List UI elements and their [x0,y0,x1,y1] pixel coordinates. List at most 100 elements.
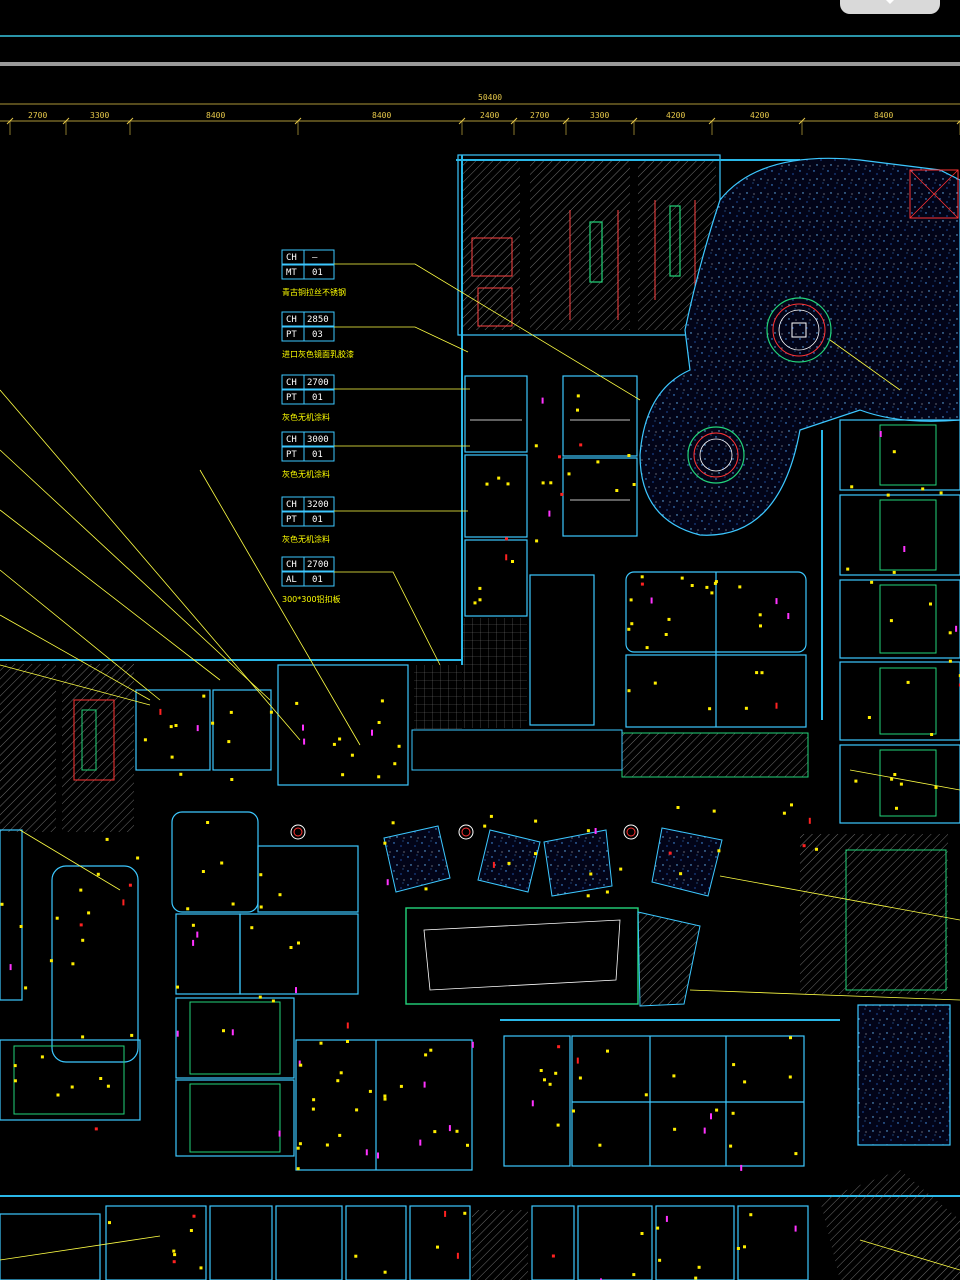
fixture-mark [485,482,489,486]
fixture-mark [645,646,649,650]
fixture-mark [667,617,671,621]
tag-note: 进口灰色镜面乳胶漆 [282,349,354,359]
fixture-mark [690,584,694,587]
fixture-mark [948,659,952,663]
fixture-mark [297,941,300,945]
fixture-mark [680,576,684,580]
fixture-mark [921,487,925,491]
fixture-mark [49,959,53,963]
fixture-mark [231,902,235,906]
fixture-mark [202,694,206,698]
fixture-mark [368,1089,372,1093]
fixture-mark [122,899,125,906]
fixture-mark [199,1266,203,1270]
west-rooms [461,155,638,728]
fixture-mark [429,1048,433,1052]
fixture-mark [775,598,778,605]
fixture-mark [548,510,551,517]
material-tag[interactable]: CH 2850 PT 03 进口灰色镜面乳胶漆 [281,311,354,359]
fixture-mark [350,753,354,757]
fixture-mark [456,1252,459,1259]
fixture-mark [870,580,874,584]
fixture-mark [930,733,934,736]
fixture-mark [341,773,345,777]
fixture-mark [697,1265,701,1269]
fixture-mark [548,1082,552,1086]
tag-value: 3000 [307,435,329,445]
fixture-mark [355,1108,359,1112]
tag-code: PT [286,330,297,340]
tag-value: 2700 [307,560,329,570]
fixture-mark [664,633,668,636]
fixture-mark [731,1111,735,1115]
download-button[interactable] [840,0,940,14]
material-tag[interactable]: CH 3000 PT 01 灰色无机涂料 [281,431,335,479]
fixture-mark [466,1143,469,1147]
fixture-mark [296,1167,300,1171]
fixture-mark [325,1143,329,1147]
fixture-mark [169,725,173,729]
material-tag[interactable]: CH 3200 PT 01 灰色无机涂料 [281,496,335,544]
fixture-mark [717,849,721,853]
tag-value: 01 [312,393,323,403]
fixture-mark [128,883,132,887]
fixture-mark [106,1084,110,1088]
fixture-mark [56,1093,60,1097]
fixture-mark [455,1129,459,1133]
fixture-mark [673,1127,677,1131]
fixture-mark [934,785,938,789]
dimension-label: 8400 [206,111,225,120]
material-tag[interactable]: CH 2700 PT 01 灰色无机涂料 [281,374,335,422]
fixture-mark [892,450,896,454]
fixture-mark [744,706,748,710]
fixture-mark [338,1133,342,1137]
material-tag[interactable]: CH — MT 01 青古铜拉丝不锈钢 [281,249,346,297]
fixture-mark [230,778,234,781]
tag-note: 灰色无机涂料 [282,412,330,422]
fixture-mark [296,1146,300,1150]
fixture-mark [99,1077,103,1080]
fixture-mark [895,806,898,810]
fixture-mark [627,454,631,457]
fixture-mark [534,819,538,823]
fixture-mark [714,580,718,584]
tag-code: CH [286,435,297,445]
middle-rooms [411,571,809,778]
fixture-mark [81,1035,85,1039]
fixture-mark [220,861,224,865]
tag-code: CH [286,500,297,510]
fixture-mark [302,724,304,731]
fixture-mark [258,995,262,999]
fixture-mark [231,1029,234,1036]
fixture-mark [298,1060,301,1067]
leader-lines [0,263,960,1271]
fixture-mark [576,1057,579,1064]
tag-value: 03 [312,330,323,340]
bottom-rooms [0,1170,960,1280]
fixture-mark [775,702,778,709]
fixture-mark [668,851,672,855]
fixture-mark [627,627,631,631]
fixture-mark [423,1081,426,1088]
fixture-mark [630,622,634,626]
fixture-mark [694,1276,698,1280]
fixture-mark [259,905,263,909]
fixture-mark [191,923,195,927]
fixture-mark [598,1143,602,1147]
fixture-mark [579,443,583,447]
fixture-mark [386,879,389,886]
dimension-label: 3300 [90,111,109,120]
fixture-mark [346,1022,349,1029]
fixture-mark [295,987,297,994]
material-tag[interactable]: CH 2700 AL 01 300*300铝扣板 [281,556,341,604]
tag-code: PT [286,393,297,403]
fixture-mark [713,581,717,585]
fixture-mark [743,1080,747,1084]
fixture-mark [790,803,793,807]
tag-code: CH [286,253,297,263]
fixture-mark [172,1249,176,1253]
fixture-mark [787,613,790,619]
fixture-mark [143,738,147,742]
